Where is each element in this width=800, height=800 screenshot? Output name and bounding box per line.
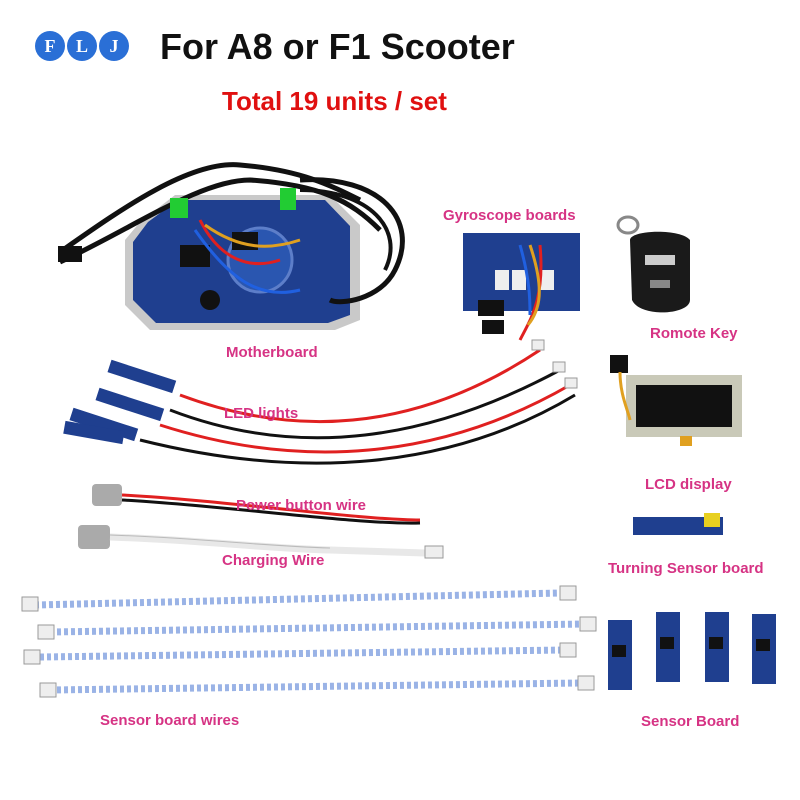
label-remote-key: Romote Key xyxy=(650,325,738,342)
label-charging-wire: Charging Wire xyxy=(222,552,325,569)
page-title: For A8 or F1 Scooter xyxy=(160,26,515,67)
label-led-lights: LED lights xyxy=(224,405,299,422)
charging-wire-image xyxy=(78,525,444,559)
sensor-boards-image xyxy=(608,612,776,690)
motherboard-image xyxy=(58,162,405,330)
brand-logo: F L J xyxy=(35,31,129,61)
lcd-display-image xyxy=(610,355,742,446)
label-lcd-display: LCD display xyxy=(645,476,732,493)
label-sensor-board: Sensor Board xyxy=(641,713,740,730)
logo-letter-f: F xyxy=(45,36,56,56)
label-sensor-wires: Sensor board wires xyxy=(100,712,240,729)
remote-key-image xyxy=(616,215,690,313)
gyroscope-boards-image xyxy=(463,233,580,341)
page-subtitle: Total 19 units / set xyxy=(222,86,447,116)
sensor-board-wires-image xyxy=(21,585,597,698)
logo-letter-j: J xyxy=(110,36,119,56)
turning-sensor-board-image xyxy=(633,513,723,535)
label-turning-sensor: Turning Sensor board xyxy=(608,560,764,577)
label-power-button-wire: Power button wire xyxy=(236,497,367,514)
label-gyroscope: Gyroscope boards xyxy=(443,207,576,224)
label-motherboard: Motherboard xyxy=(226,344,318,361)
logo-letter-l: L xyxy=(76,36,88,56)
power-button-wire-image xyxy=(92,484,421,525)
led-lights-image xyxy=(63,339,578,465)
